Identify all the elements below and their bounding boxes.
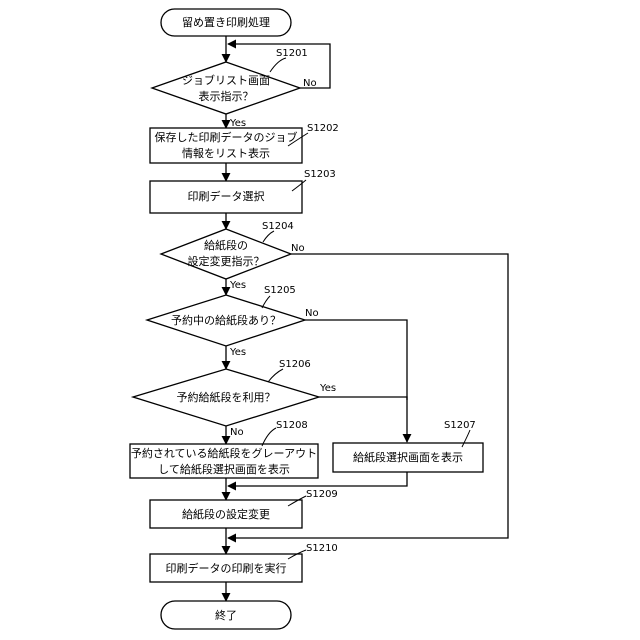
process-s1209-label: 給紙段の設定変更 — [182, 507, 270, 521]
process-s1210-label: 印刷データの印刷を実行 — [166, 561, 287, 575]
terminal-end-label: 終了 — [215, 608, 237, 622]
leader-s1208 — [262, 428, 276, 446]
decision-s1206-label: 予約給紙段を利用？ — [177, 390, 276, 404]
process-s1202-label-line2: 情報をリスト表示 — [182, 146, 270, 160]
edge-s1206-yes — [319, 397, 407, 442]
process-s1207-label: 給紙段選択画面を表示 — [353, 450, 463, 464]
terminal-start-label: 留め置き印刷処理 — [182, 16, 270, 29]
process-s1209: 給紙段の設定変更 — [150, 500, 302, 528]
process-s1208: 予約されている給紙段をグレーアウト して給紙段選択画面を表示 — [130, 444, 318, 478]
step-label-s1203: S1203 — [304, 169, 336, 180]
step-label-s1207: S1207 — [444, 420, 476, 431]
branch-label-s1206-no: No — [230, 427, 244, 438]
branch-label-s1204-yes: Yes — [229, 280, 246, 291]
process-s1203-label: 印刷データ選択 — [188, 189, 265, 203]
process-s1207: 給紙段選択画面を表示 — [333, 443, 483, 472]
decision-s1201-label-line2: 表示指示？ — [199, 89, 254, 103]
decision-s1205: 予約中の給紙段あり？ — [147, 295, 305, 346]
branch-label-s1204-no: No — [291, 243, 305, 254]
process-s1202: 保存した印刷データのジョブ 情報をリスト表示 — [150, 128, 302, 163]
branch-label-s1205-no: No — [305, 308, 319, 319]
process-s1208-label-line1: 予約されている給紙段をグレーアウト — [131, 446, 317, 460]
leader-s1201 — [270, 58, 286, 72]
terminal-end: 終了 — [161, 601, 291, 629]
step-label-s1202: S1202 — [307, 123, 339, 134]
decision-s1204: 給紙段の 設定変更指示？ — [161, 229, 291, 279]
step-label-s1204: S1204 — [262, 221, 294, 232]
decision-s1204-label-line2: 設定変更指示？ — [188, 254, 265, 268]
decision-s1206: 予約給紙段を利用？ — [133, 369, 319, 426]
leader-s1205 — [262, 296, 270, 308]
step-label-s1205: S1205 — [264, 285, 296, 296]
step-label-s1209: S1209 — [306, 489, 338, 500]
process-s1203: 印刷データ選択 — [150, 181, 302, 213]
decision-s1204-shape — [161, 229, 291, 279]
branch-label-s1201-no: No — [303, 78, 317, 89]
terminal-start: 留め置き印刷処理 — [161, 9, 291, 36]
step-label-s1210: S1210 — [306, 543, 338, 554]
leader-s1204 — [263, 231, 274, 242]
decision-s1205-label: 予約中の給紙段あり？ — [171, 313, 281, 327]
decision-s1204-label-line1: 給紙段の — [204, 238, 248, 252]
step-labels: S1201 S1202 S1203 S1204 S1205 S1206 S120… — [262, 48, 476, 559]
branch-label-s1205-yes: Yes — [229, 347, 246, 358]
process-s1210: 印刷データの印刷を実行 — [150, 554, 302, 582]
branch-label-s1206-yes: Yes — [319, 383, 336, 394]
decision-s1201-shape — [152, 62, 300, 114]
step-label-s1201: S1201 — [276, 48, 308, 59]
step-label-s1206: S1206 — [279, 359, 311, 370]
decision-s1201-label-line1: ジョブリスト画面 — [182, 73, 270, 87]
branch-label-s1201-yes: Yes — [229, 118, 246, 129]
process-s1202-label-line1: 保存した印刷データのジョブ — [155, 130, 298, 144]
step-label-s1208: S1208 — [276, 420, 308, 431]
process-s1208-label-line2: して給紙段選択画面を表示 — [158, 462, 290, 476]
leader-s1206 — [268, 369, 283, 382]
decision-s1201: ジョブリスト画面 表示指示？ — [152, 62, 300, 114]
